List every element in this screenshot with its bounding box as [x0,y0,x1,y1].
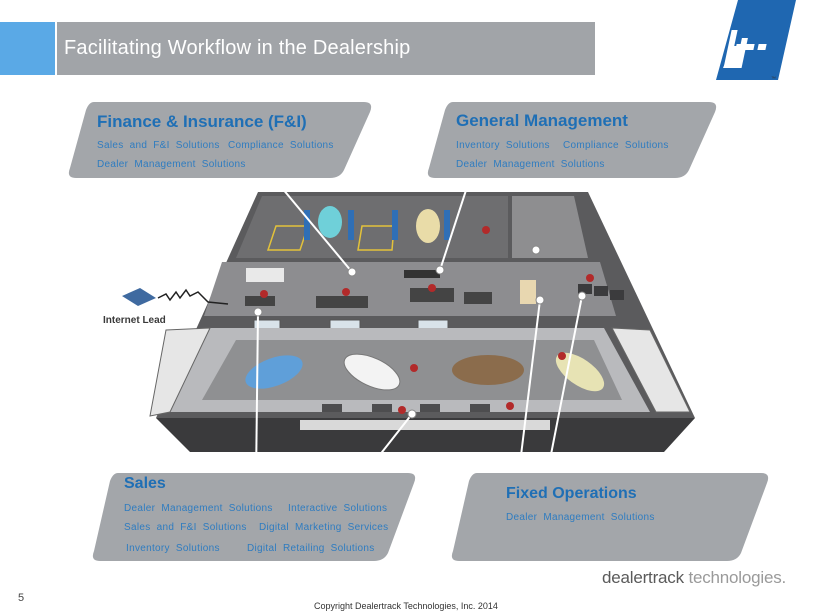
person-icon [260,290,268,298]
page-number: 5 [18,592,25,604]
gm-item: Dealer Management Solutions [456,159,605,170]
fi-item: Sales and F&I Solutions [97,140,220,151]
title-accent-block [0,22,55,75]
title-bar [57,22,595,75]
car-teal-icon [318,206,342,238]
office-desk [316,296,368,308]
wordmark-part: dealertrack [602,568,684,587]
showroom-right-windows [611,327,691,413]
office-desk [410,288,454,302]
callout-shape [92,473,416,561]
person-icon [506,402,514,410]
tire-stack [594,286,608,296]
car-white-icon [343,353,401,391]
car-lift [392,210,398,240]
showroom-front-windows [300,420,550,430]
sales-desk [470,404,490,412]
sales-callout: Sales Dealer Management Solutions Intera… [88,471,420,563]
office-desk [464,292,492,304]
building-base [156,418,695,452]
connector-dot [407,409,417,419]
sales-item: Digital Retailing Solutions [247,543,375,554]
fi-callout: Finance & Insurance (F&I) Sales and F&I … [64,100,376,180]
fixed-ops-callout: Fixed Operations Dealer Management Solut… [447,471,773,563]
connector-dot [577,291,587,301]
connector-line [517,299,541,481]
person-icon [342,288,350,296]
callout-shape [68,102,372,178]
tire-stack [578,284,592,294]
bay-marking [266,225,310,251]
person-icon [410,364,418,372]
service-bay-area [236,196,508,258]
laptop-icon [122,288,156,306]
car-beige-icon [416,209,440,243]
connector-dot [253,307,263,317]
connector-dot [435,265,445,275]
sales-desk [420,404,440,412]
car-lift [348,210,354,240]
showroom-left-windows [149,327,211,417]
gm-callout-title: General Management [456,111,628,130]
person-icon [428,284,436,292]
gm-item: Inventory Solutions [456,140,550,151]
bay-marking [357,225,395,251]
car-lift [444,210,450,240]
sales-item: Dealer Management Solutions [124,503,273,514]
sales-desk [322,404,342,412]
fi-callout-title: Finance & Insurance (F&I) [97,112,307,131]
tire-stack [610,290,624,300]
connector-dot [347,267,357,277]
connector-line [279,186,353,273]
page-title: Facilitating Workflow in the Dealership [64,37,411,59]
parts-room [512,196,588,258]
person-icon [482,226,490,234]
internet-lead-label: Internet Lead [103,315,166,326]
person-icon [558,352,566,360]
internet-connection-line [157,288,229,305]
person-icon [398,406,406,414]
gm-callout: General Management Inventory Solutions C… [423,100,720,180]
dealership-diagram [122,186,695,481]
trademark-symbol: ™ [771,76,776,82]
callout-shape [451,473,769,561]
fixed-ops-item: Dealer Management Solutions [506,512,655,523]
sales-item: Digital Marketing Services [259,522,389,533]
connector-line [255,311,259,481]
gm-item: Compliance Solutions [563,140,669,151]
connector-line [359,413,413,481]
fi-item: Dealer Management Solutions [97,159,246,170]
fi-item: Compliance Solutions [228,140,334,151]
car-lift [304,210,310,240]
dealertrack-logo-icon: ™ [716,0,796,82]
fixed-ops-callout-title: Fixed Operations [506,485,637,502]
connector-dot [531,245,541,255]
whiteboard [246,268,284,282]
sales-item: Inventory Solutions [126,543,220,554]
sales-item: Sales and F&I Solutions [124,522,247,533]
boxes [520,280,536,304]
sales-desk [372,404,392,412]
car-blue-icon [245,355,303,389]
office-desk [245,296,275,306]
copyright-text: Copyright Dealertrack Technologies, Inc.… [314,601,498,611]
person-icon [586,274,594,282]
wordmark-part: technologies. [688,568,787,587]
dealertrack-wordmark: dealertrack technologies. [602,568,786,588]
sales-callout-title: Sales [124,475,166,492]
callout-shape [427,102,717,178]
sales-item: Interactive Solutions [288,503,388,514]
car-brown-van-icon [452,355,524,385]
connector-line [439,186,469,271]
car-yellow-icon [555,352,605,392]
tv-screen [404,270,440,278]
connector-line [545,295,583,481]
connector-dot [535,295,545,305]
